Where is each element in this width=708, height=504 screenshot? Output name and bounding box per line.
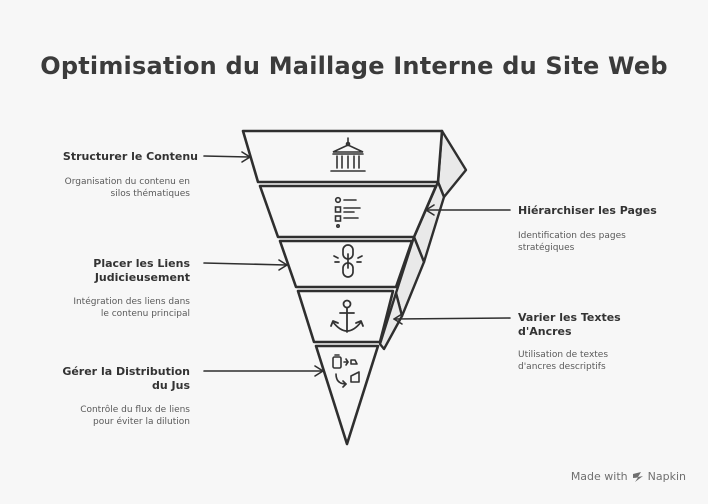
page-title: Optimisation du Maillage Interne du Site… [40,52,668,80]
napkin-logo-icon [632,471,643,482]
desc-hierarchiser: Identification des pages stratégiques [518,230,698,254]
flow-icon [332,354,360,388]
footer-made-with: Made with [570,470,628,483]
desc-gerer-line-2: pour éviter la dilution [92,417,190,427]
building-icon [330,137,366,172]
desc-structurer: Organisation du contenu en silos thémati… [0,176,190,200]
desc-gerer: Contrôle du flux de liens pour éviter la… [0,404,190,428]
label-placer-line-2: Judicieusement [94,271,190,284]
label-varier: Varier les Textes d'Ancres [518,311,698,339]
desc-placer-line-1: Intégration des liens dans [73,297,190,307]
desc-varier-line-1: Utilisation de textes [518,350,609,360]
desc-hierarchiser-line-1: Identification des pages [518,231,626,241]
label-gerer-line-2: du Jus [151,379,190,392]
connector-arrows [203,151,511,377]
label-hierarchiser: Hiérarchiser les Pages [518,204,698,218]
label-gerer-line-1: Gérer la Distribution [62,365,190,378]
desc-structurer-line-2: silos thématiques [110,189,190,199]
funnel-side-faces [378,129,468,351]
list-icon [334,196,361,229]
funnel-layer-4 [296,289,395,344]
label-varier-line-2: d'Ancres [518,325,572,338]
label-gerer: Gérer la Distribution du Jus [0,365,190,393]
desc-placer-line-2: le contenu principal [100,309,190,319]
funnel-layer-5 [314,344,380,446]
footer-brand: Napkin [647,470,686,483]
label-placer: Placer les Liens Judicieusement [0,257,190,285]
label-structurer-text: Structurer le Contenu [62,150,198,163]
label-varier-line-1: Varier les Textes [518,311,621,324]
label-structurer: Structurer le Contenu [0,150,198,164]
desc-structurer-line-1: Organisation du contenu en [64,177,190,187]
arrow-structurer [203,155,250,158]
side-face-4 [378,291,404,351]
label-hierarchiser-text: Hiérarchiser les Pages [518,204,657,217]
label-placer-line-1: Placer les Liens [93,257,190,270]
desc-hierarchiser-line-2: stratégiques [518,243,575,253]
footer-watermark: Made with Napkin [571,470,686,483]
desc-placer: Intégration des liens dans le contenu pr… [0,296,190,320]
desc-varier-line-2: d'ancres descriptifs [518,362,606,372]
desc-varier: Utilisation de textes d'ancres descripti… [518,349,698,373]
link-icon [333,244,363,278]
arrow-placer [203,262,287,266]
desc-gerer-line-1: Contrôle du flux de liens [80,405,190,415]
anchor-icon [330,299,364,333]
arrow-varier [393,317,511,320]
